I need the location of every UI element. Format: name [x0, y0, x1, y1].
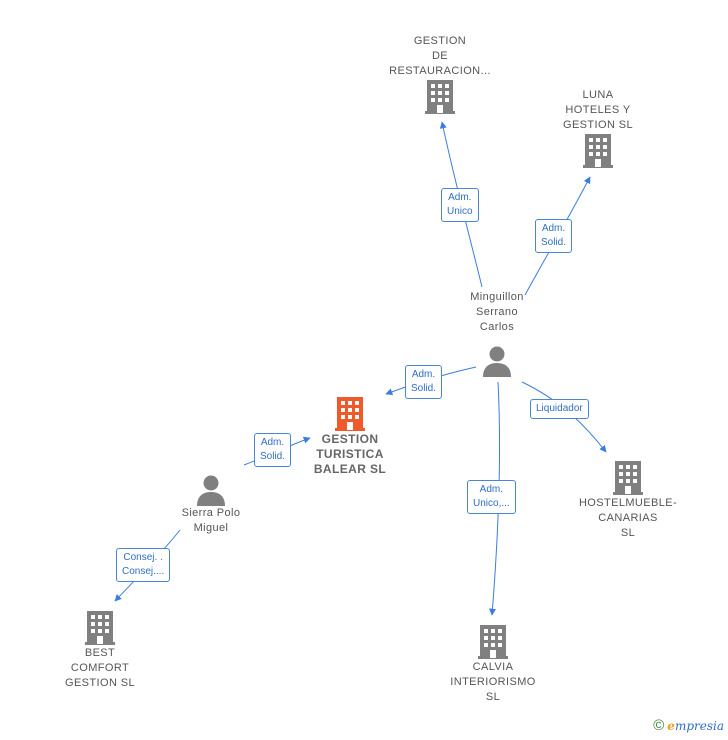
node-minguillon-serrano-carlos[interactable]: Minguillon Serrano Carlos: [448, 290, 546, 377]
building-icon: [583, 134, 613, 168]
edge-label-consej[interactable]: Consej. . Consej....: [116, 548, 171, 582]
node-label: Sierra Polo Miguel: [181, 507, 241, 534]
edge-label-liquidador[interactable]: Liquidador: [530, 399, 589, 419]
person-icon: [483, 346, 511, 377]
building-icon: [613, 461, 643, 495]
brand-logo: empresia: [667, 719, 724, 733]
node-hostelmueble-canarias[interactable]: HOSTELMUEBLE- CANARIAS SL: [570, 460, 686, 541]
building-icon: [478, 625, 508, 659]
node-best-comfort-gestion[interactable]: BEST COMFORT GESTION SL: [52, 610, 148, 691]
person-icon: [197, 475, 225, 506]
edge-label-adm-solid[interactable]: Adm. Solid.: [254, 433, 292, 467]
node-calvia-interiorismo[interactable]: CALVIA INTERIORISMO SL: [440, 624, 546, 705]
building-icon: [85, 611, 115, 645]
node-label: CALVIA INTERIORISMO SL: [450, 661, 536, 703]
node-label: LUNA HOTELES Y GESTION SL: [562, 89, 634, 131]
node-sierra-polo-miguel[interactable]: Sierra Polo Miguel: [166, 474, 256, 536]
node-label: Minguillon Serrano Carlos: [470, 291, 524, 333]
node-gestion-turistica-balear[interactable]: GESTION TURISTICA BALEAR SL: [298, 396, 402, 477]
building-icon: [425, 80, 455, 114]
edge-label-adm-unico[interactable]: Adm. Unico: [441, 188, 479, 222]
node-gestion-restauracion[interactable]: GESTION DE RESTAURACION...: [378, 34, 502, 115]
node-label: GESTION DE RESTAURACION...: [389, 35, 491, 77]
edge-label-adm-solid[interactable]: Adm. Solid.: [405, 365, 443, 399]
copyright-icon: ©: [653, 717, 665, 734]
building-icon: [335, 397, 365, 431]
node-label: GESTION TURISTICA BALEAR SL: [313, 432, 387, 476]
node-label: HOSTELMUEBLE- CANARIAS SL: [578, 497, 678, 539]
node-luna-hoteles[interactable]: LUNA HOTELES Y GESTION SL: [548, 88, 648, 169]
edge-label-adm-unico[interactable]: Adm. Unico,...: [467, 480, 516, 514]
node-label: BEST COMFORT GESTION SL: [64, 647, 136, 689]
edge-label-adm-solid[interactable]: Adm. Solid.: [535, 219, 573, 253]
brand-footer: ©empresia: [653, 717, 724, 734]
